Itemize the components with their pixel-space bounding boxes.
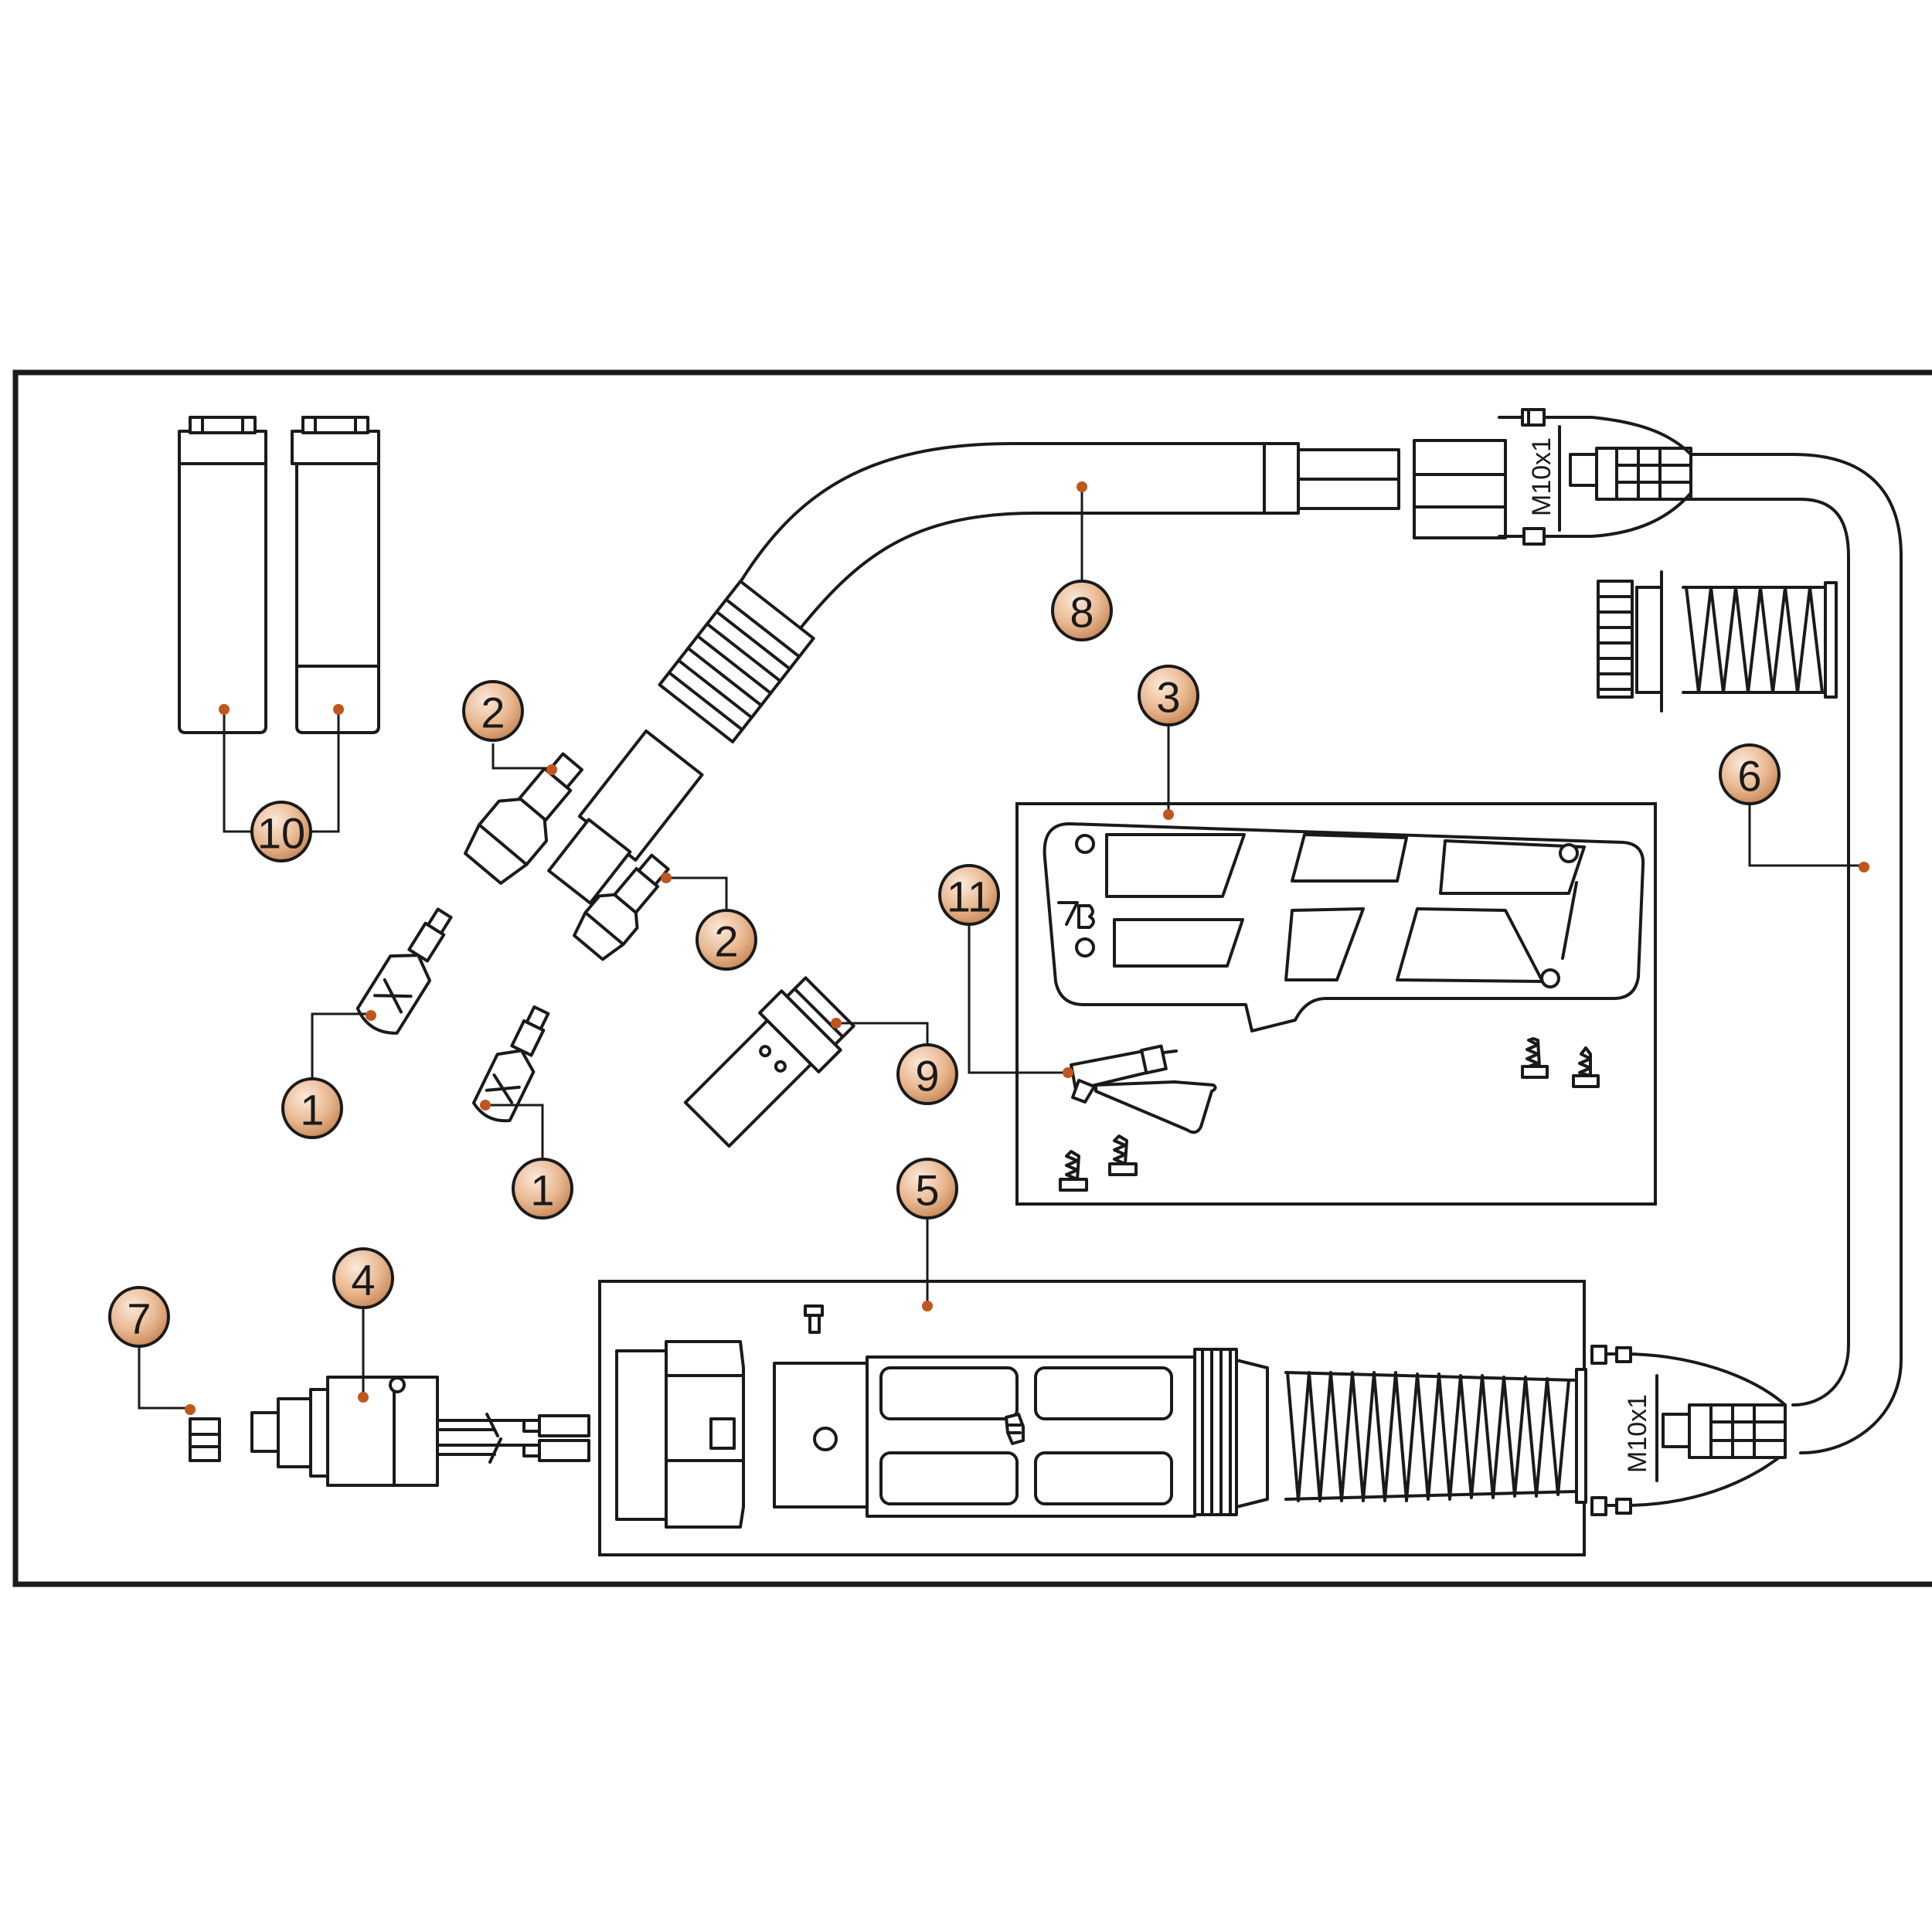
leader-dots <box>185 481 1869 1415</box>
callout-1: 1 <box>512 1158 573 1219</box>
leader-dot <box>185 1404 196 1415</box>
thread-spec-top: M10x1 <box>1527 437 1556 516</box>
leader-dot <box>366 1010 376 1021</box>
callout-7: 7 <box>108 1286 170 1348</box>
cable-connector-bottom: M10x1 <box>1590 1345 1787 1516</box>
callout-2: 2 <box>696 909 757 971</box>
screw-icon <box>1572 1046 1600 1088</box>
svg-text:3: 3 <box>1156 673 1180 722</box>
leader-dot <box>661 872 672 883</box>
svg-text:9: 9 <box>915 1052 939 1100</box>
leader-dot <box>831 1018 842 1029</box>
svg-text:2: 2 <box>481 689 505 737</box>
nozzle-part <box>291 416 380 734</box>
screw-icon <box>1059 1150 1088 1192</box>
thread-spec-bottom: M10x1 <box>1623 1394 1652 1473</box>
svg-text:5: 5 <box>915 1166 939 1215</box>
handle-shell-part <box>1043 822 1645 1032</box>
trigger-switch-part <box>1070 1044 1217 1134</box>
callout-6: 6 <box>1719 743 1781 805</box>
leader-dot <box>1163 809 1174 820</box>
svg-text:1: 1 <box>300 1086 324 1134</box>
screw-icon <box>1521 1037 1549 1079</box>
outer-frame <box>12 369 1932 1587</box>
svg-text:1: 1 <box>530 1166 554 1215</box>
swan-neck-part <box>547 442 1400 905</box>
callout-8: 8 <box>1051 580 1113 641</box>
nut-part <box>189 1417 221 1462</box>
leader-dot <box>1859 862 1869 872</box>
leader-dot <box>358 1392 369 1403</box>
leader-dot <box>546 764 557 775</box>
nozzle-part <box>178 416 267 734</box>
callout-3: 3 <box>1138 665 1199 726</box>
callout-10: 10 <box>250 801 312 862</box>
tip-holder-part <box>464 752 583 885</box>
euro-adaptor-part <box>250 1376 590 1487</box>
svg-text:11: 11 <box>947 872 992 921</box>
gas-diffuser-part <box>683 976 855 1148</box>
callout-4: 4 <box>332 1247 394 1309</box>
spring-part <box>1597 570 1663 713</box>
cable-part <box>1689 453 1903 1454</box>
tip-holder-part <box>573 853 670 961</box>
handle-kit-box <box>1015 802 1657 1206</box>
callout-1: 1 <box>281 1077 343 1139</box>
leader-lines <box>138 487 1864 1410</box>
spring-icon <box>1682 581 1838 699</box>
svg-text:7: 7 <box>127 1294 151 1343</box>
leader-dot <box>333 704 344 715</box>
callout-11: 11 <box>938 864 1000 926</box>
leader-dot <box>219 704 230 715</box>
callout-bubbles: 10 8 2 2 3 6 11 1 <box>108 580 1781 1348</box>
ratchet-gear-logo-icon <box>1005 1413 1025 1445</box>
callout-9: 9 <box>896 1043 958 1105</box>
svg-text:4: 4 <box>351 1256 375 1304</box>
leader-dot <box>1063 1067 1073 1078</box>
svg-text:10: 10 <box>257 809 305 858</box>
cable-connector-top: M10x1 <box>1413 408 1692 546</box>
callout-2: 2 <box>462 680 524 742</box>
callout-5: 5 <box>896 1158 958 1219</box>
svg-text:2: 2 <box>714 917 738 966</box>
handle-assembly-part <box>615 1304 1587 1529</box>
leader-dot <box>1077 481 1087 492</box>
leader-dot <box>480 1100 491 1111</box>
svg-text:6: 6 <box>1737 752 1761 801</box>
screw-icon <box>1108 1134 1138 1176</box>
brand-logo-icon <box>1057 901 1095 929</box>
svg-text:8: 8 <box>1070 588 1094 637</box>
leader-dot <box>922 1301 933 1311</box>
